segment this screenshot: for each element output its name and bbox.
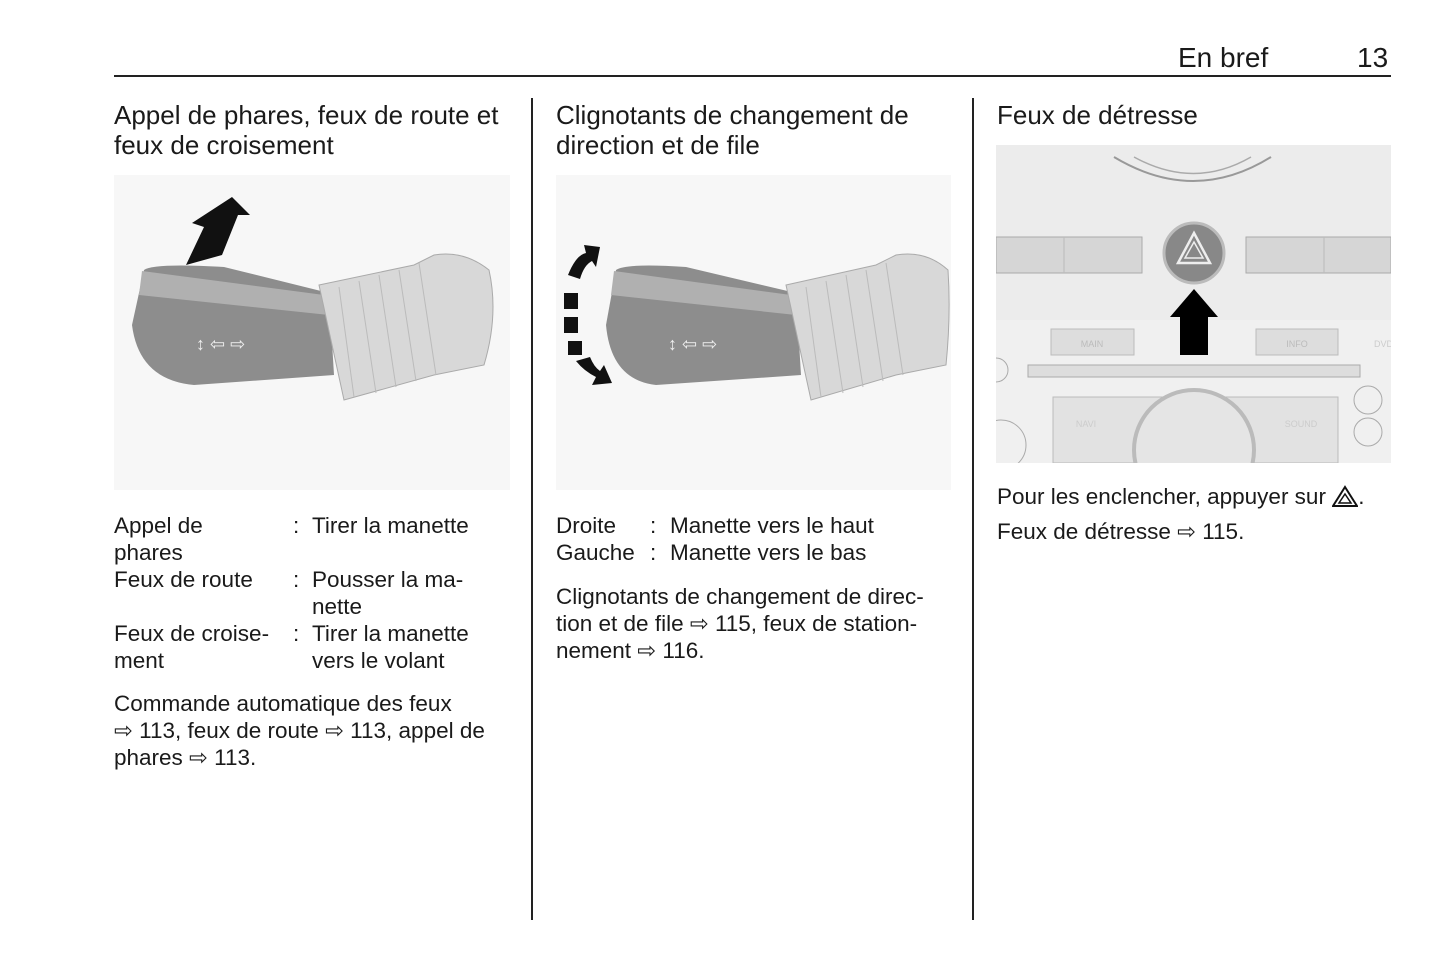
separator: : [650,540,657,565]
up-down-arrow-icon [564,245,612,385]
column-divider [531,98,533,920]
term: Droite [556,513,617,538]
description: Pousser la ma- [312,567,464,592]
arrow-up-icon [186,197,250,265]
reference-text: Feux de détresse ⇨ 115. [997,519,1245,544]
arrow-up-icon [1170,289,1218,355]
reference-text: Clignotants de changement de direc- [556,584,924,609]
instruction-line: Pour les enclencher, appuyer sur [997,484,1326,509]
heading-hazard-lights: Feux de détresse [997,100,1198,130]
svg-text:MAIN: MAIN [1081,339,1104,349]
reference-text: nement ⇨ 116. [556,638,705,663]
description: nette [312,594,363,619]
term: ment [114,648,165,673]
separator: : [293,621,300,646]
svg-text:↕ ⇦ ⇨: ↕ ⇦ ⇨ [196,334,245,354]
term: Appel de [114,513,203,538]
reference-text: tion et de file ⇨ 115, feux de station- [556,611,918,636]
headlight-stalk-illustration: ↕ ⇦ ⇨ [114,175,510,490]
heading-turn-signals: Clignotants de changement de [556,100,909,130]
hazard-button-illustration: MAIN INFO DVD NAVI SOUND [996,145,1391,463]
turn-signal-stalk-illustration: ↕ ⇦ ⇨ [556,175,951,490]
term: phares [114,540,183,565]
term: Feux de route [114,567,253,592]
heading-turn-signals-cont: direction et de file [556,130,760,160]
term: Gauche [556,540,635,565]
instruction-text: Pour les enclencher, appuyer sur . [997,483,1364,510]
section-title: En bref [1178,42,1269,73]
heading-headlights-cont: feux de croisement [114,130,334,160]
description: Manette vers le bas [670,540,867,565]
column-divider [972,98,974,920]
separator: : [293,513,300,538]
description: vers le volant [312,648,445,673]
svg-text:NAVI: NAVI [1076,419,1096,429]
description: Tirer la manette [312,621,469,646]
separator: : [293,567,300,592]
term: Feux de croise- [114,621,270,646]
heading-headlights: Appel de phares, feux de route et [114,100,499,130]
reference-text: phares ⇨ 113. [114,745,257,770]
reference-text: ⇨ 113, feux de route ⇨ 113, appel de [114,718,485,743]
description: Manette vers le haut [670,513,874,538]
svg-text:INFO: INFO [1286,339,1308,349]
svg-text:DVD: DVD [1374,339,1391,349]
page-number: 13 [1357,42,1389,73]
separator: : [650,513,657,538]
period: . [1358,484,1365,509]
reference-text: Commande automatique des feux [114,691,452,716]
description: Tirer la manette [312,513,469,538]
svg-text:↕ ⇦ ⇨: ↕ ⇦ ⇨ [668,334,717,354]
svg-text:SOUND: SOUND [1285,419,1318,429]
header-rule [114,75,1391,77]
hazard-warning-icon [1331,485,1360,507]
